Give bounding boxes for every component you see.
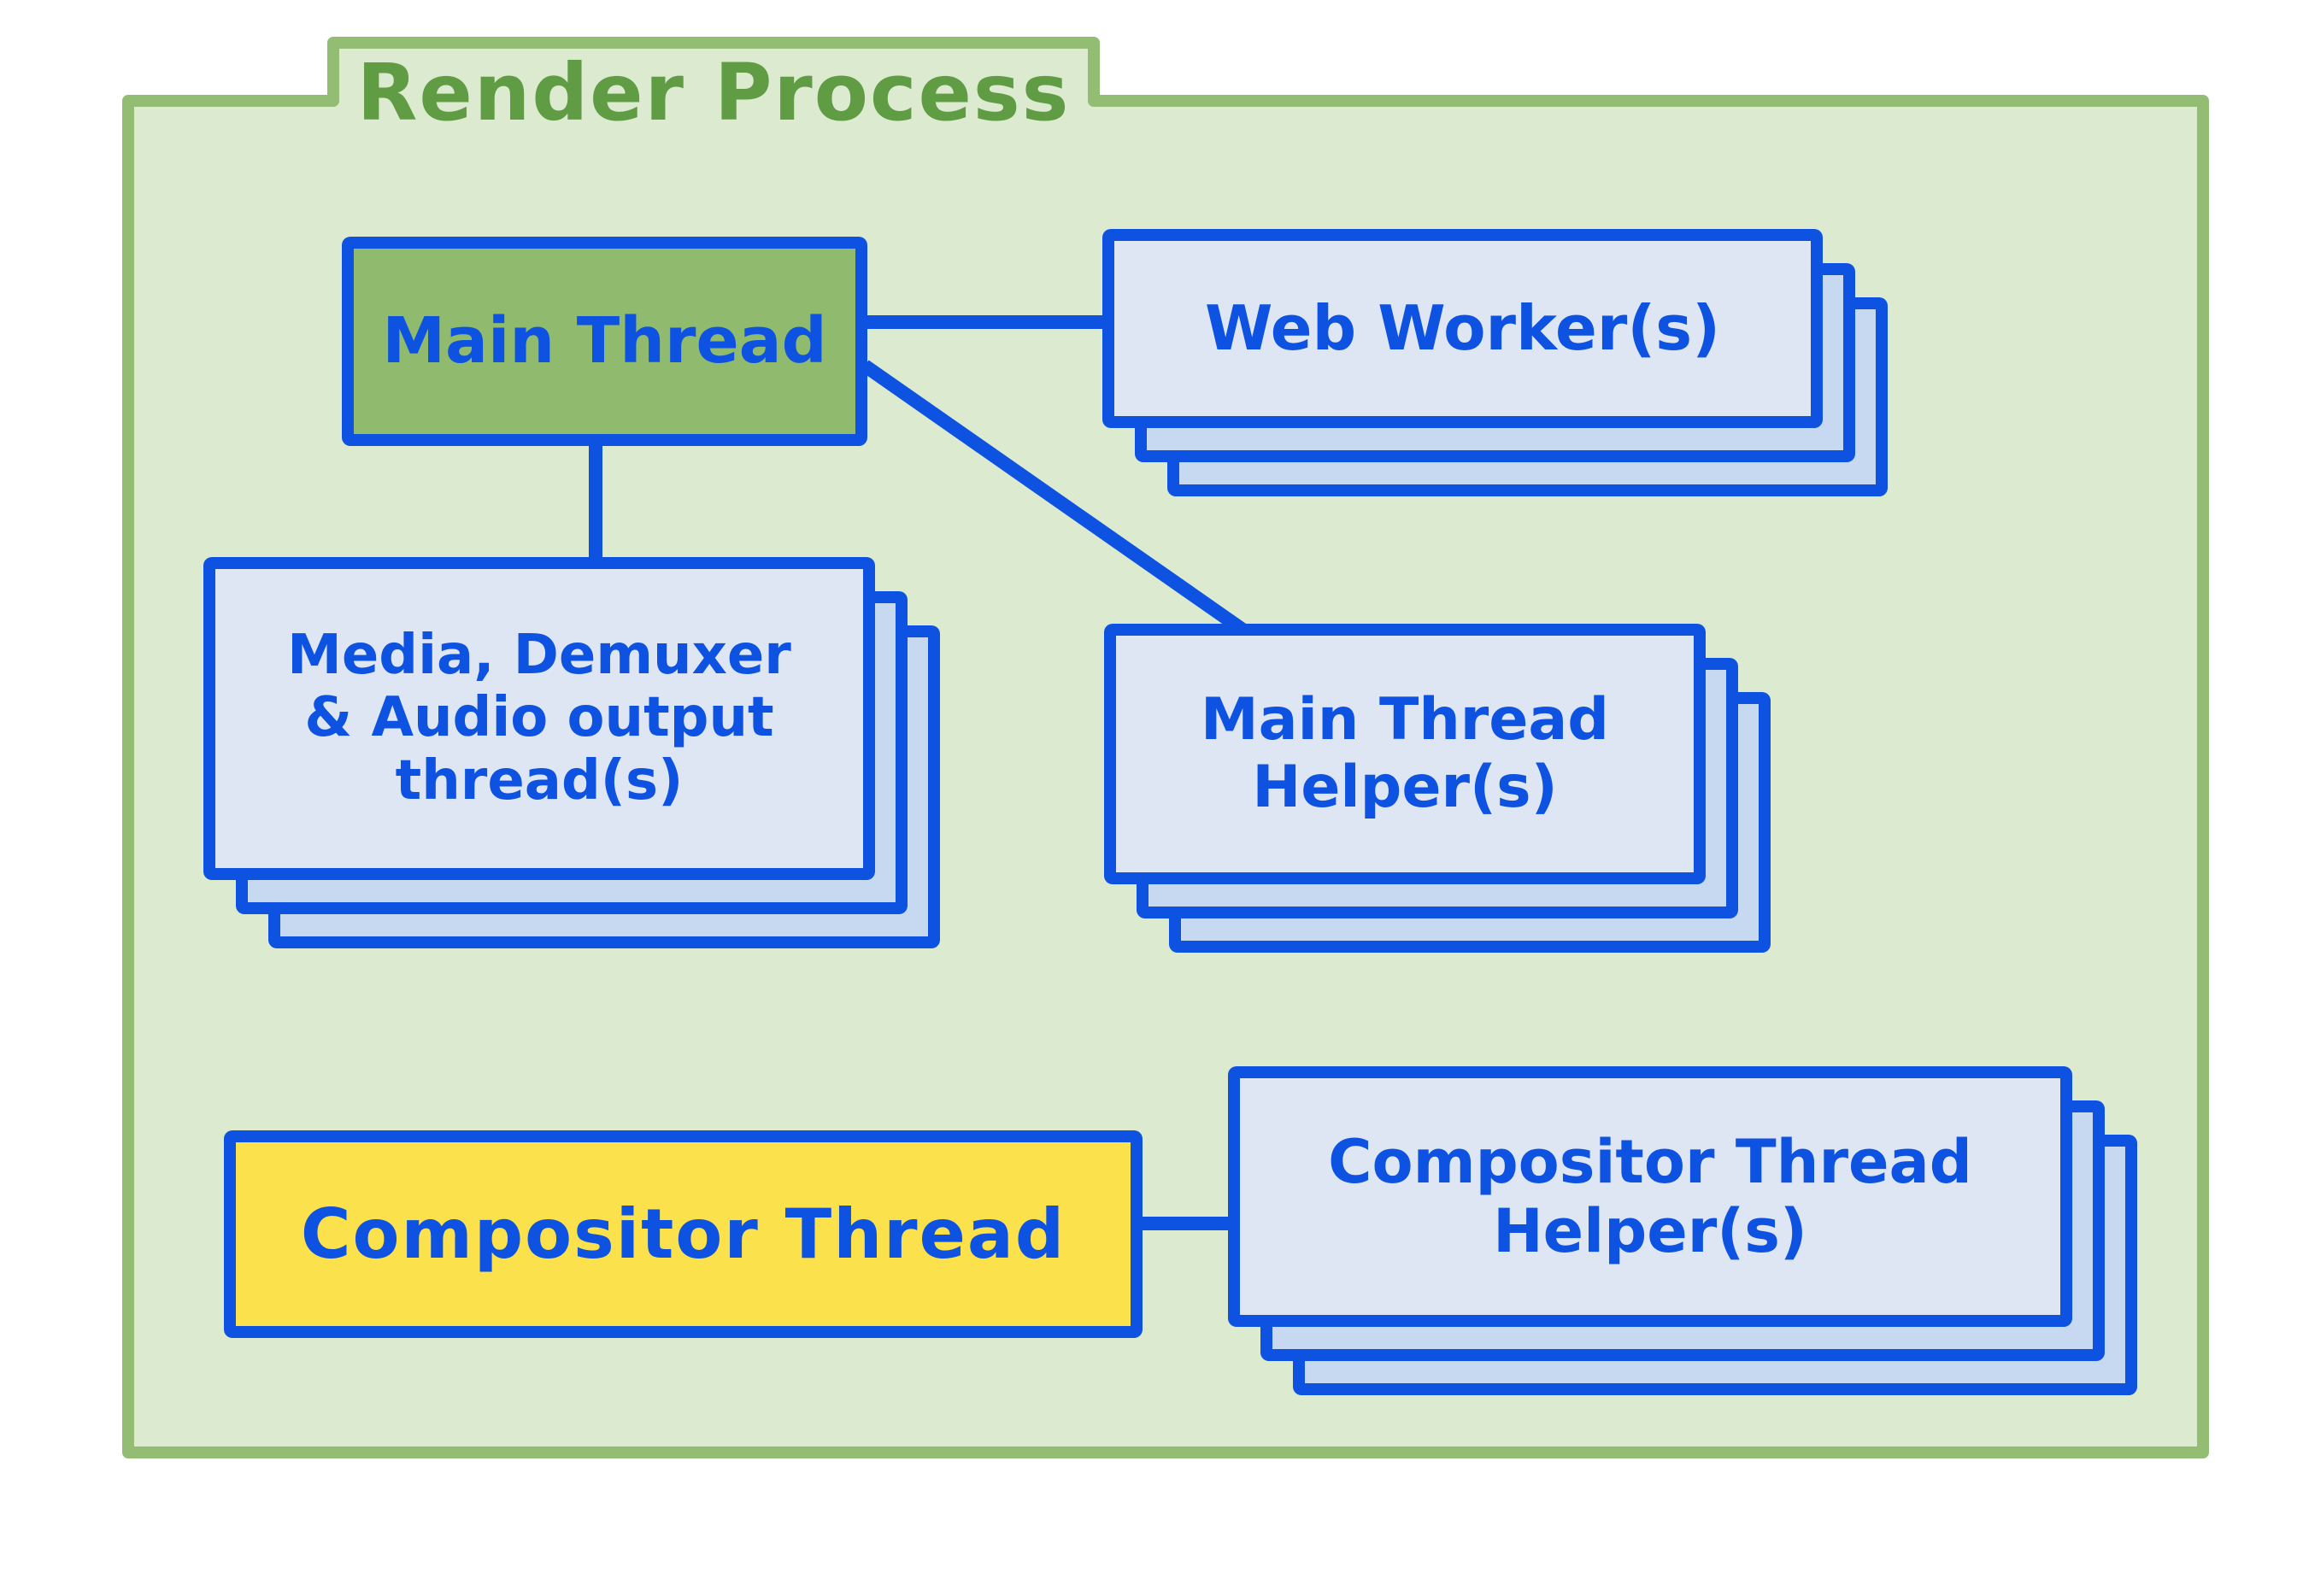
- node-main-thread: Main Thread: [342, 237, 867, 446]
- node-compositor-thread: Compositor Thread: [224, 1130, 1143, 1338]
- main-thread-helpers-box: Main Thread Helper(s): [1104, 624, 1706, 884]
- media-line-3: thread(s): [395, 748, 684, 813]
- mth-line-1: Main Thread: [1201, 686, 1609, 754]
- cth-line-1: Compositor Thread: [1328, 1127, 1972, 1197]
- compositor-thread-helpers-box: Compositor Thread Helper(s): [1228, 1066, 2072, 1327]
- node-web-workers: Web Worker(s): [1102, 229, 1888, 496]
- main-thread-label: Main Thread: [382, 303, 827, 378]
- mth-line-2: Helper(s): [1252, 753, 1558, 821]
- media-line-1: Media, Demuxer: [287, 623, 791, 687]
- compositor-thread-box: Compositor Thread: [224, 1130, 1143, 1338]
- media-line-2: & Audio output: [304, 686, 774, 750]
- main-thread-box: Main Thread: [342, 237, 867, 446]
- web-workers-label: Web Worker(s): [1204, 292, 1721, 365]
- node-compositor-thread-helpers: Compositor Thread Helper(s): [1228, 1066, 2137, 1395]
- edge-main-thread-main-thread-helpers: [861, 360, 1260, 645]
- main-thread-helpers-label: Main Thread Helper(s): [1192, 687, 1618, 820]
- node-main-thread-helpers: Main Thread Helper(s): [1104, 624, 1771, 953]
- web-workers-box: Web Worker(s): [1102, 229, 1823, 428]
- media-threads-label: Media, Demuxer & Audio output thread(s): [279, 623, 800, 813]
- node-media-threads: Media, Demuxer & Audio output thread(s): [203, 557, 940, 948]
- media-threads-box: Media, Demuxer & Audio output thread(s): [203, 557, 875, 880]
- compositor-thread-label: Compositor Thread: [300, 1194, 1066, 1274]
- process-title: Render Process: [356, 47, 1071, 138]
- compositor-thread-helpers-label: Compositor Thread Helper(s): [1319, 1128, 1981, 1265]
- cth-line-2: Helper(s): [1493, 1195, 1807, 1266]
